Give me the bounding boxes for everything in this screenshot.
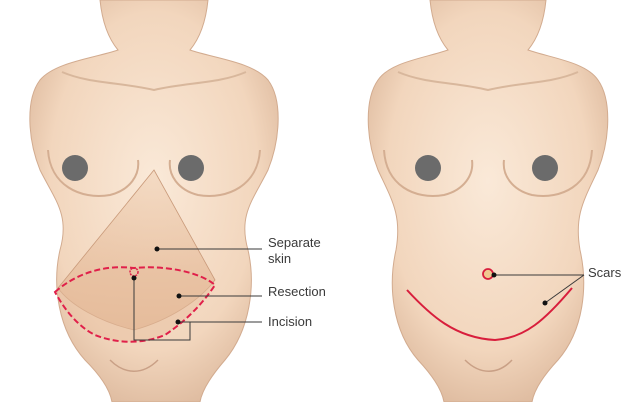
torso-after-breast-right [502, 149, 593, 197]
torso-after [367, 0, 609, 402]
pubic-line-after [464, 359, 513, 372]
pubic-line-before [109, 359, 159, 372]
nipple-left-before [62, 155, 88, 181]
nipple-right-before [178, 155, 204, 181]
torso-after-clavicle [397, 71, 579, 92]
label-separate-skin-line2: skin [268, 251, 291, 266]
torso-before-clavicle [61, 71, 247, 92]
label-scars: Scars [588, 265, 622, 280]
label-resection: Resection [268, 284, 326, 299]
torso-before-breast-left [47, 149, 140, 197]
leader-dots-after [491, 272, 548, 306]
torso-before [29, 0, 279, 402]
label-incision: Incision [268, 314, 312, 329]
navel-scar [482, 268, 494, 280]
leader-dots-before [131, 246, 182, 325]
nipple-left-after [415, 155, 441, 181]
label-separate-skin-line1: Separate [268, 235, 321, 250]
lower-abdominal-scar [406, 287, 573, 342]
leader-lines-after [494, 274, 585, 304]
torso-after-breast-left [383, 149, 474, 197]
nipple-right-after [532, 155, 558, 181]
leader-lines-before [133, 248, 262, 341]
resection-incision-outline [53, 266, 217, 343]
torso-before-breast-right [168, 149, 261, 197]
torso-after-silhouette [367, 0, 609, 402]
